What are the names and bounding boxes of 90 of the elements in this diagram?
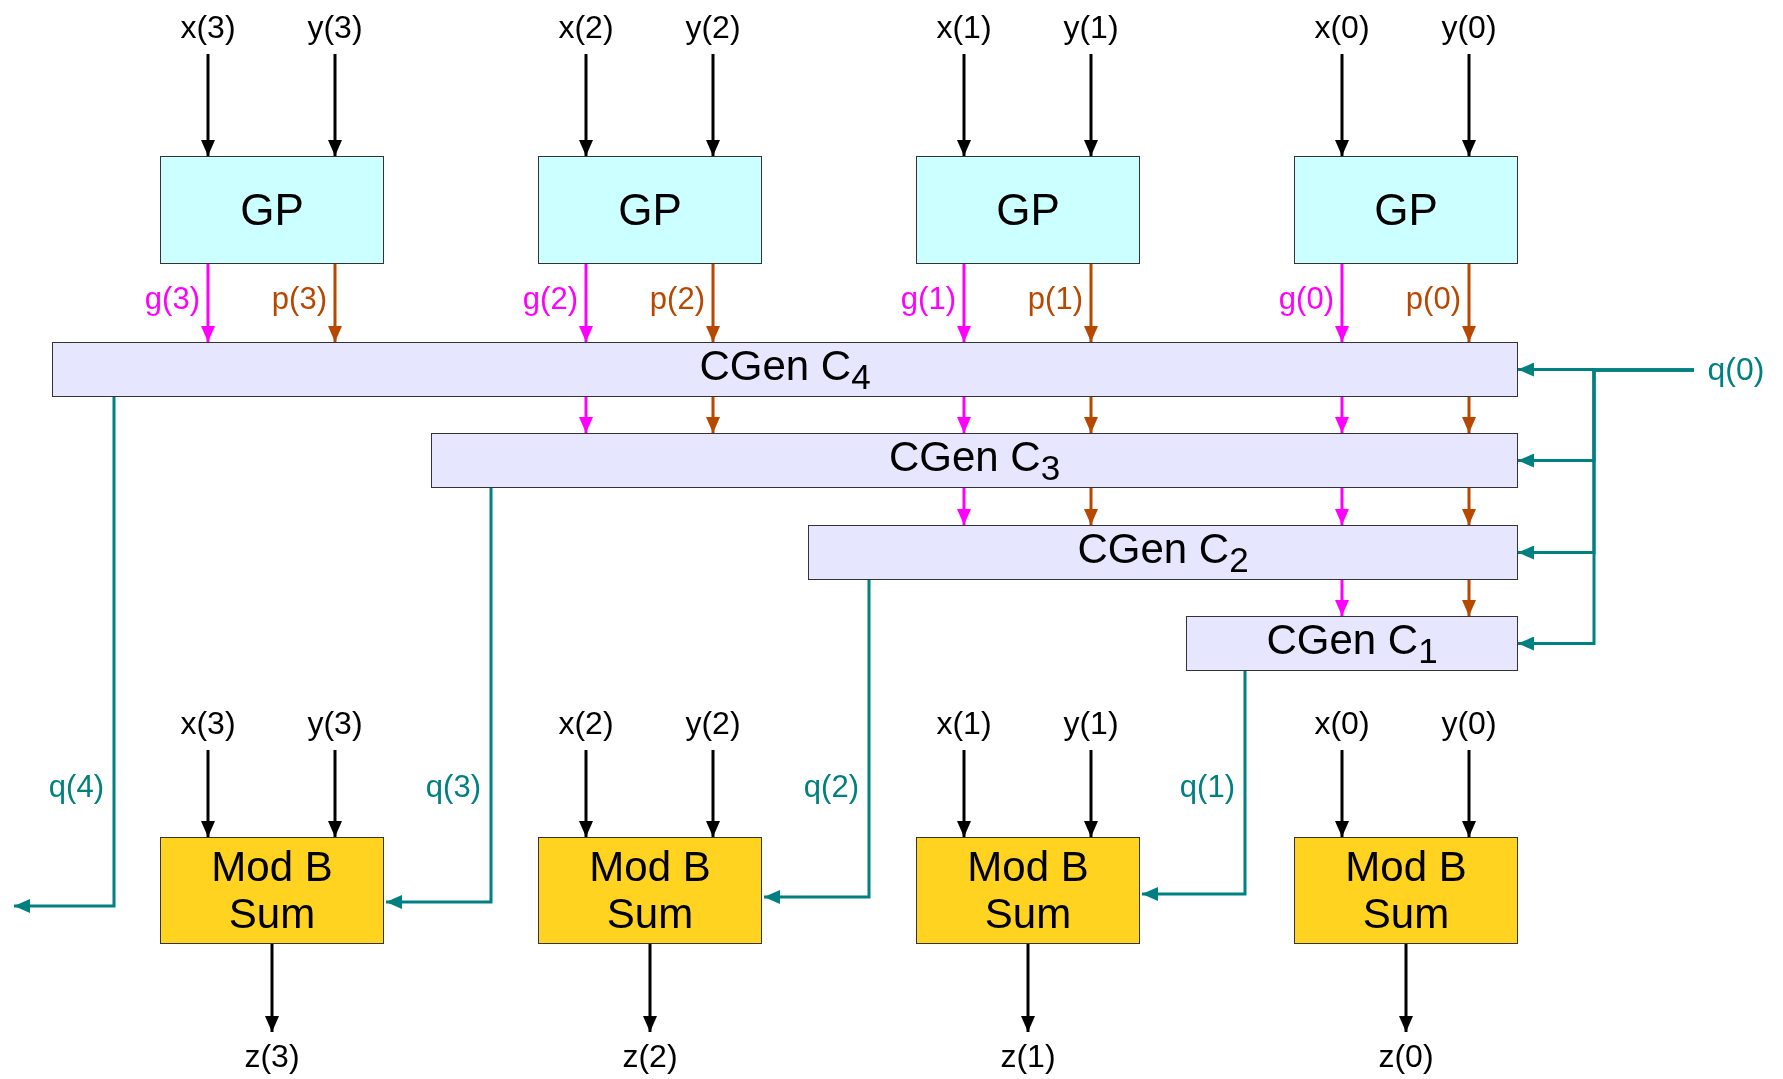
arrow [706, 397, 720, 433]
arrow [1335, 488, 1349, 525]
gp-block [160, 156, 384, 264]
arrow [706, 264, 720, 342]
arrow [1462, 580, 1476, 616]
block-label: GP [618, 185, 682, 235]
input-label: y(3) [295, 6, 375, 50]
input-label: x(0) [1302, 702, 1382, 746]
arrow [1335, 264, 1349, 342]
arrow [579, 264, 593, 342]
arrow [1335, 54, 1349, 156]
arrow [1142, 671, 1247, 901]
input-label: y(2) [673, 702, 753, 746]
input-label: y(2) [673, 6, 753, 50]
carry-generator-block [431, 433, 1518, 488]
input-label: x(3) [168, 702, 248, 746]
arrow [1462, 750, 1476, 837]
arrow [1084, 750, 1098, 837]
arrow [957, 750, 971, 837]
block-label: Mod B Sum [588, 844, 712, 937]
arrow [1462, 397, 1476, 433]
arrow [957, 488, 971, 525]
block-label: Mod B Sum [1344, 844, 1468, 937]
input-label: x(2) [546, 6, 626, 50]
arrow [764, 580, 871, 904]
carry-in-label: q(0) [1698, 350, 1774, 390]
carry-generator-block [808, 525, 1518, 580]
output-label: z(1) [988, 1036, 1068, 1078]
arrow [1084, 264, 1098, 342]
arrow [643, 944, 657, 1032]
arrow [1335, 750, 1349, 837]
arrow [579, 54, 593, 156]
input-label: y(0) [1429, 6, 1509, 50]
arrow [957, 264, 971, 342]
arrow [706, 54, 720, 156]
arrow [1335, 397, 1349, 433]
input-label: y(0) [1429, 702, 1509, 746]
arrow [1518, 368, 1694, 651]
block-label: CGen C$_{1}$ [1266, 616, 1438, 671]
output-label: z(3) [232, 1036, 312, 1078]
arrow [579, 750, 593, 837]
arrow [1084, 54, 1098, 156]
output-label: z(0) [1366, 1036, 1446, 1078]
input-label: y(3) [295, 702, 375, 746]
gp-block [538, 156, 762, 264]
block-label: GP [240, 185, 304, 235]
block-label: CGen C$_{2}$ [1077, 525, 1249, 580]
arrow [1399, 944, 1413, 1032]
sum-block [1294, 837, 1518, 944]
arrow [1084, 488, 1098, 525]
arrow [957, 54, 971, 156]
arrow [386, 488, 493, 909]
carry-generator-block [52, 342, 1518, 397]
arrow [1084, 397, 1098, 433]
input-label: x(1) [924, 6, 1004, 50]
input-label: x(2) [546, 702, 626, 746]
arrow [201, 264, 215, 342]
arrow [579, 397, 593, 433]
input-label: x(0) [1302, 6, 1382, 50]
block-label: GP [996, 185, 1060, 235]
arrow [1462, 264, 1476, 342]
arrow [201, 54, 215, 156]
arrow [14, 397, 116, 913]
arrow [1335, 580, 1349, 616]
sum-block [160, 837, 384, 944]
gp-block [916, 156, 1140, 264]
arrow [1021, 944, 1035, 1032]
input-label: x(1) [924, 702, 1004, 746]
block-label: CGen C$_{4}$ [699, 342, 871, 397]
block-label: Mod B Sum [210, 844, 334, 937]
input-label: y(1) [1051, 6, 1131, 50]
arrow [957, 397, 971, 433]
carry-generator-block [1186, 616, 1518, 671]
arrow [201, 750, 215, 837]
arrow [328, 750, 342, 837]
arrow [706, 750, 720, 837]
arrow [1462, 54, 1476, 156]
block-label: CGen C$_{3}$ [888, 433, 1061, 488]
output-label: z(2) [610, 1036, 690, 1078]
input-label: x(3) [168, 6, 248, 50]
input-label: y(1) [1051, 702, 1131, 746]
block-label: Mod B Sum [966, 844, 1090, 937]
arrow [1462, 488, 1476, 525]
arrow [328, 264, 342, 342]
block-label: GP [1374, 185, 1438, 235]
gp-block [1294, 156, 1518, 264]
arrow [328, 54, 342, 156]
sum-block [538, 837, 762, 944]
arrow [265, 944, 279, 1032]
sum-block [916, 837, 1140, 944]
